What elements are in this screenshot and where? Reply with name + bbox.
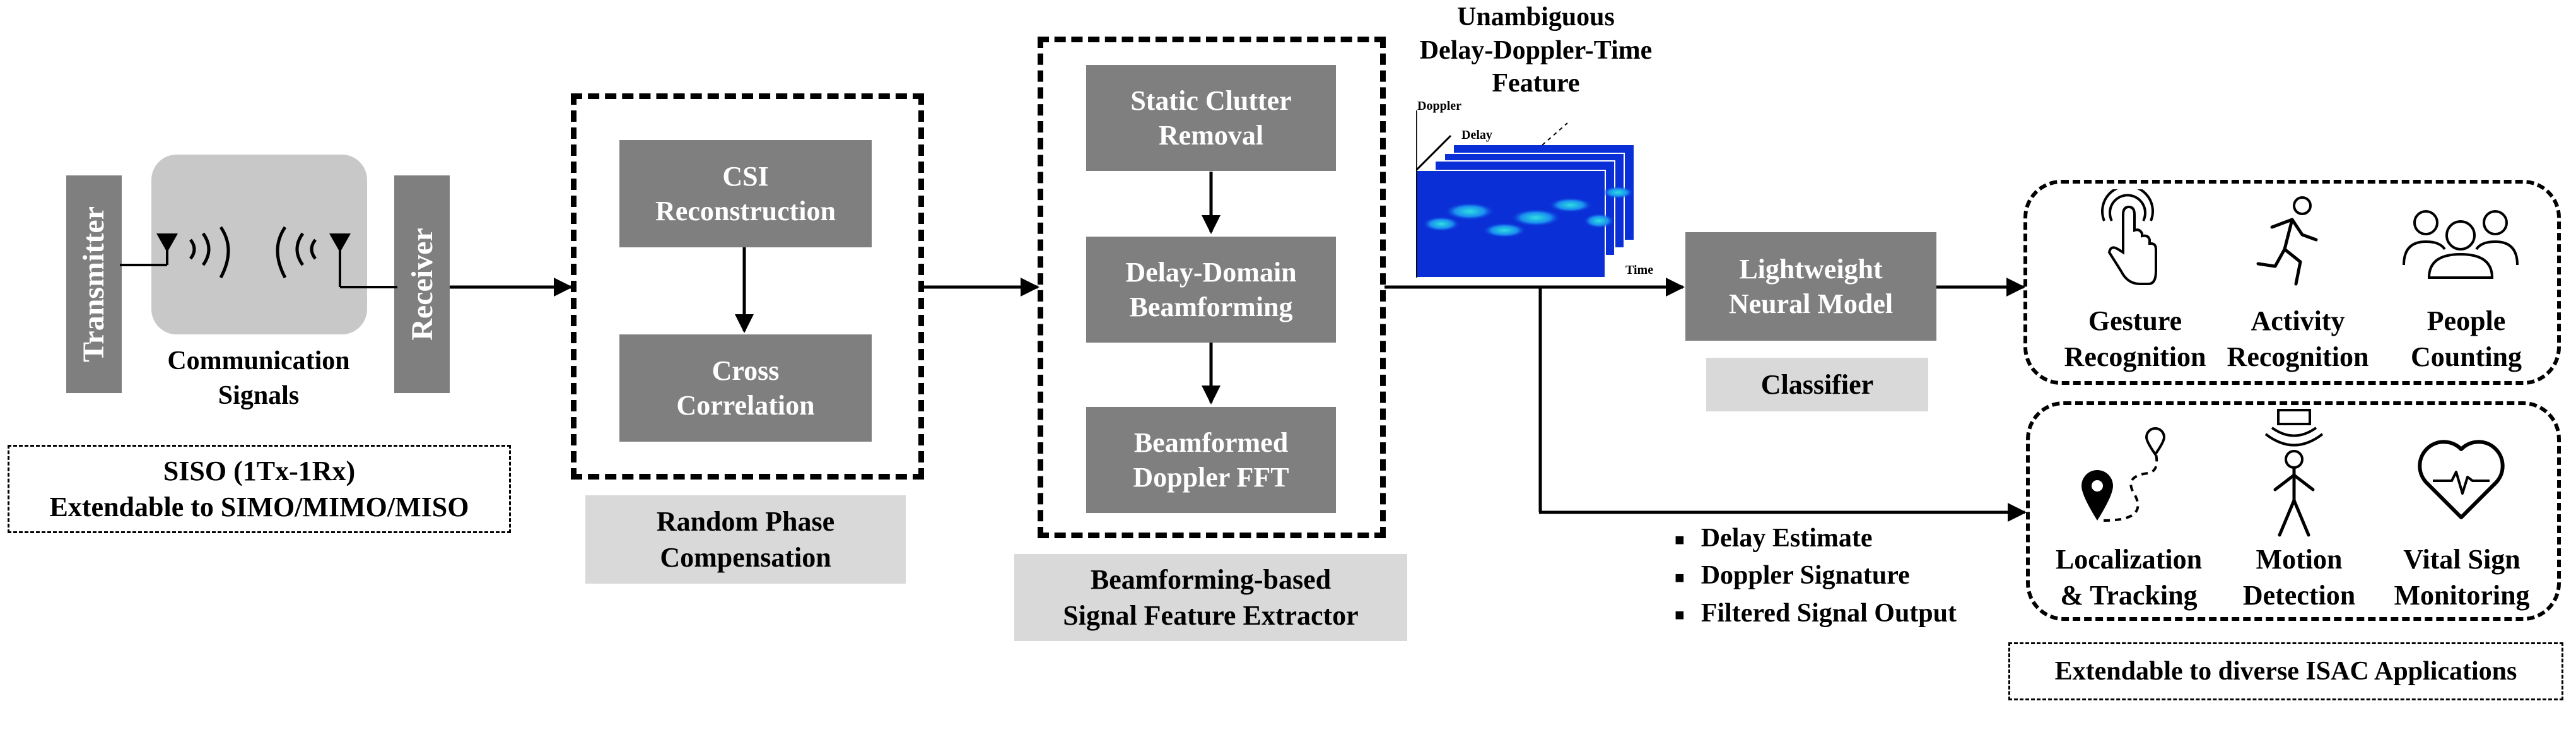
csi-reconstruction-box: CSI Reconstruction [619, 140, 872, 247]
running-person-icon [2256, 196, 2318, 286]
activity-recognition-label: Activity Recognition [2227, 305, 2369, 372]
communication-signals-label: Communication Signals [167, 346, 350, 410]
location-pin-icon [2081, 427, 2166, 522]
heart-pulse-icon [2418, 440, 2505, 519]
time-axis-label: Time [1625, 263, 1654, 277]
gesture-icon [2101, 189, 2157, 285]
output-item: ■Filtered Signal Output [1675, 598, 1957, 628]
extendable-isac-caption: Extendable to diverse ISAC Applications [2008, 642, 2563, 700]
gesture-recognition-label: Gesture Recognition [2064, 305, 2206, 372]
receiver-label: Receiver [405, 228, 439, 341]
cross-correlation-box: Cross Correlation [619, 334, 872, 442]
beamformed-doppler-fft-box: Beamformed Doppler FFT [1086, 407, 1336, 513]
people-counting-label: People Counting [2410, 305, 2522, 372]
classifier-caption: Classifier [1706, 358, 1928, 411]
motion-sensor-icon [2264, 409, 2324, 537]
delay-domain-beamforming-box: Delay-Domain Beamforming [1086, 237, 1336, 343]
channel-panel [151, 155, 367, 334]
random-phase-group [571, 93, 924, 480]
siso-config-box: SISO (1Tx-1Rx) Extendable to SIMO/MIMO/M… [8, 445, 511, 533]
transmitter-label: Transmitter [77, 206, 111, 363]
recognition-apps-group [2023, 180, 2561, 385]
antenna-wave-icon [120, 226, 397, 288]
sensing-apps-group [2026, 401, 2561, 621]
people-group-icon [2403, 210, 2519, 279]
heatmap-graphic [1415, 110, 1656, 281]
output-item: ■Delay Estimate [1675, 524, 1873, 553]
static-clutter-removal-box: Static Clutter Removal [1086, 65, 1336, 171]
localization-tracking-label: Localization & Tracking [2055, 543, 2203, 611]
receiver-block: Receiver [394, 175, 450, 393]
feature-title: Unambiguous Delay-Doppler-Time Feature [1419, 2, 1653, 98]
lightweight-neural-model-box: Lightweight Neural Model [1685, 232, 1936, 341]
doppler-axis-label: Doppler [1417, 99, 1461, 113]
transmitter-block: Transmitter [66, 175, 122, 393]
feature-extractor-group [1038, 37, 1386, 538]
motion-detection-label: Motion Detection [2242, 543, 2356, 611]
delay-axis-label: Delay [1461, 128, 1492, 142]
random-phase-caption: Random Phase Compensation [585, 495, 906, 584]
output-item: ■Doppler Signature [1675, 561, 1910, 591]
delay-doppler-heatmap: Doppler Delay Time [1415, 98, 1656, 281]
feature-extractor-caption: Beamforming-based Signal Feature Extract… [1014, 554, 1407, 641]
vital-sign-monitoring-label: Vital Sign Monitoring [2394, 543, 2530, 611]
output-list: ■Delay Estimate ■Doppler Signature ■Filt… [1675, 521, 2015, 633]
